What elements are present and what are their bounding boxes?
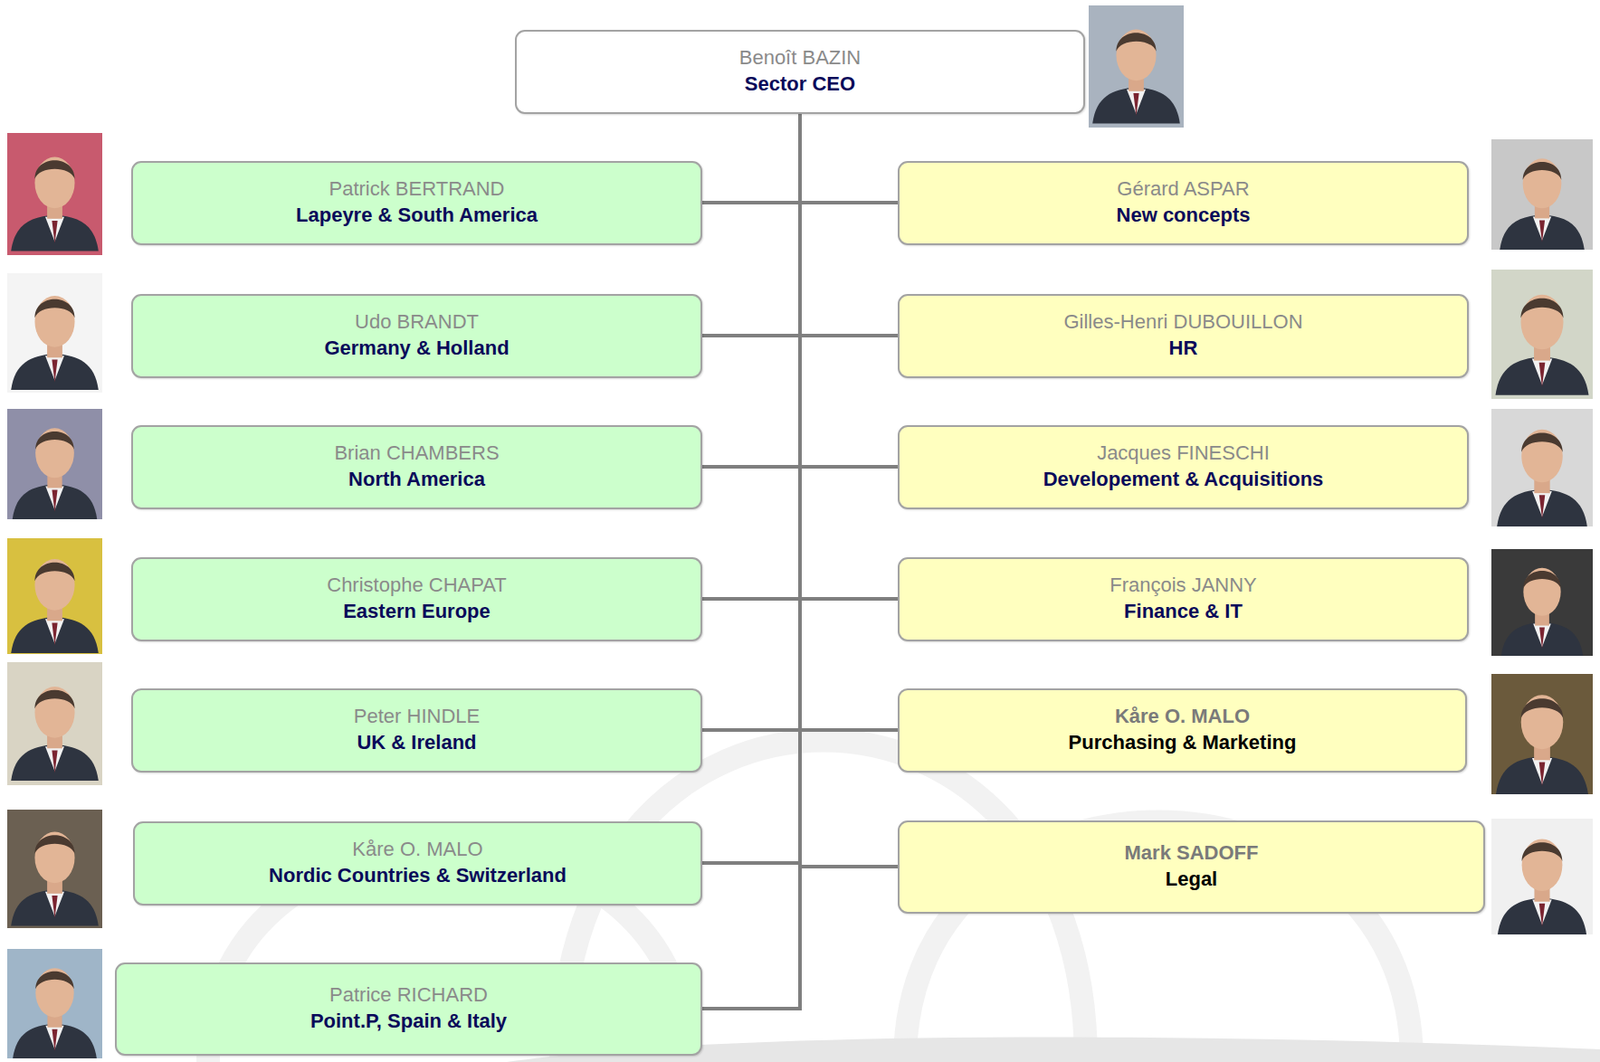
person-name: Patrick BERTRAND	[329, 176, 505, 203]
region-box: Peter HINDLEUK & Ireland	[131, 688, 703, 773]
portrait-photo	[7, 409, 103, 520]
function-box: Gérard ASPARNew concepts	[897, 161, 1469, 246]
person-name: Christophe CHAPAT	[326, 572, 506, 600]
role-title: Sector CEO	[744, 71, 856, 98]
reporting-line	[800, 114, 898, 868]
person-name: Kåre O. MALO	[1114, 704, 1250, 731]
person-name: Gilles-Henri DUBOUILLON	[1063, 309, 1303, 336]
reporting-line	[800, 114, 898, 468]
reporting-line	[800, 114, 898, 204]
region-box: Christophe CHAPATEastern Europe	[131, 557, 703, 642]
portrait-photo	[1491, 409, 1593, 527]
region-box: Patrick BERTRANDLapeyre & South America	[131, 161, 703, 246]
portrait-photo	[7, 133, 103, 256]
portrait-photo	[1088, 5, 1184, 128]
reporting-line	[702, 114, 800, 600]
role-title: Legal	[1165, 866, 1218, 894]
function-box: Jacques FINESCHIDevelopement & Acquisiti…	[897, 425, 1469, 510]
role-title: HR	[1169, 335, 1199, 362]
role-title: Purchasing & Marketing	[1068, 730, 1297, 757]
person-name: Peter HINDLE	[353, 704, 480, 731]
portrait-photo	[1491, 674, 1593, 795]
role-title: Finance & IT	[1123, 599, 1243, 626]
role-title: UK & Ireland	[356, 730, 477, 757]
reporting-line	[702, 114, 800, 732]
role-title: North America	[348, 466, 486, 494]
role-title: Lapeyre & South America	[295, 202, 538, 229]
role-title: Nordic Countries & Switzerland	[268, 863, 567, 890]
function-box: François JANNYFinance & IT	[897, 557, 1469, 642]
role-title: New concepts	[1116, 202, 1251, 229]
role-title: Eastern Europe	[342, 599, 491, 626]
portrait-photo	[7, 809, 103, 929]
portrait-photo	[7, 949, 103, 1059]
portrait-photo	[7, 538, 103, 655]
reporting-line	[702, 114, 800, 1010]
role-title: Germany & Holland	[323, 335, 509, 362]
function-box: Gilles-Henri DUBOUILLONHR	[897, 294, 1469, 379]
function-box: Kåre O. MALOPurchasing & Marketing	[897, 688, 1467, 773]
portrait-photo	[7, 273, 103, 393]
person-name: François JANNY	[1109, 572, 1258, 600]
portrait-photo	[1491, 549, 1593, 657]
portrait-photo	[1491, 269, 1593, 400]
role-title: Developement & Acquisitions	[1043, 466, 1324, 494]
person-name: Udo BRANDT	[354, 309, 479, 336]
reporting-line	[800, 114, 898, 732]
person-name: Benoît BAZIN	[739, 45, 862, 72]
portrait-photo	[1491, 819, 1593, 935]
person-name: Gérard ASPAR	[1116, 176, 1249, 203]
region-box: Udo BRANDTGermany & Holland	[131, 294, 703, 379]
reporting-line	[702, 114, 800, 337]
region-box: Brian CHAMBERSNorth America	[131, 425, 703, 510]
reporting-line	[800, 114, 898, 337]
ceo-box: Benoît BAZINSector CEO	[514, 29, 1086, 115]
region-box: Kåre O. MALONordic Countries & Switzerla…	[133, 821, 703, 906]
reporting-line	[702, 114, 800, 865]
person-name: Kåre O. MALO	[352, 837, 483, 864]
portrait-photo	[1491, 139, 1593, 250]
reporting-line	[702, 114, 800, 468]
person-name: Patrice RICHARD	[329, 982, 488, 1010]
reporting-line	[702, 114, 800, 204]
region-box: Patrice RICHARDPoint.P, Spain & Italy	[114, 962, 703, 1057]
reporting-line	[800, 114, 898, 600]
role-title: Point.P, Spain & Italy	[310, 1009, 507, 1036]
person-name: Brian CHAMBERS	[333, 440, 499, 467]
person-name: Jacques FINESCHI	[1096, 440, 1270, 467]
function-box: Mark SADOFFLegal	[897, 820, 1486, 915]
portrait-photo	[7, 662, 103, 786]
person-name: Mark SADOFF	[1124, 840, 1259, 867]
